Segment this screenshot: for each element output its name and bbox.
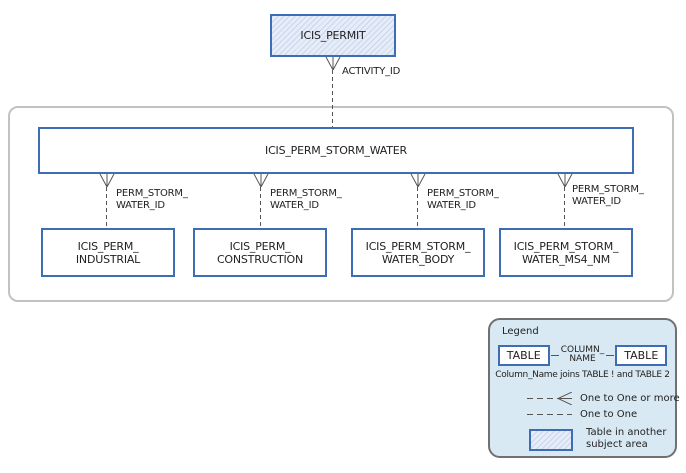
connector-label: PERM_STORM_ WATER_ID (572, 184, 644, 208)
connector-label: PERM_STORM_ WATER_ID (427, 188, 499, 212)
connector-activity-line (332, 70, 333, 127)
connector-line (564, 187, 565, 228)
legend-hatched-table-swatch (529, 429, 573, 451)
legend-column-name: COLUMN_ NAME (561, 346, 605, 364)
legend-hatch-note-line2: subject area (586, 439, 648, 450)
legend-hatch-note: Table in another subject area (586, 427, 666, 451)
connector-label: PERM_STORM_ WATER_ID (116, 188, 188, 212)
table-icis-perm-industrial: ICIS_PERM_ INDUSTRIAL (41, 228, 175, 277)
connector-label-line2: WATER_ID (427, 200, 476, 211)
legend-hatch-note-line1: Table in another (586, 427, 667, 438)
connector-label-line1: PERM_STORM_ (572, 184, 644, 195)
table-name-line2: WATER_BODY (381, 252, 455, 266)
table-name-line1: ICIS_PERM_STORM_ (365, 239, 471, 253)
crow-foot-icon (325, 57, 341, 70)
table-name-line2: INDUSTRIAL (75, 252, 141, 266)
legend-join-line (606, 354, 615, 356)
legend-symbol-one-to-one: One to One (527, 408, 637, 421)
crow-foot-icon (558, 392, 572, 405)
table-name-line1: ICIS_PERM_STORM_ (513, 239, 619, 253)
connector-label-line1: PERM_STORM_ (270, 188, 342, 199)
table-name-line2: WATER_MS4_NM (521, 252, 611, 266)
connector-label-line2: WATER_ID (270, 200, 319, 211)
connector-activity-label: ACTIVITY_ID (342, 66, 401, 77)
connector-line (106, 187, 107, 228)
table-name: ICIS_PERM_STORM_WATER (265, 144, 407, 157)
table-name-line2: CONSTRUCTION (216, 252, 304, 266)
table-icis-perm-storm-water: ICIS_PERM_STORM_WATER (38, 127, 634, 174)
table-name: ICIS_PERMIT (300, 29, 366, 42)
connector-line (260, 187, 261, 228)
legend-join-example: TABLE COLUMN_ NAME TABLE (490, 343, 675, 367)
connector-label-line1: PERM_STORM_ (427, 188, 499, 199)
table-icis-perm-storm-water-ms4-nm: ICIS_PERM_STORM_ WATER_MS4_NM (499, 228, 633, 277)
connector-label-line2: WATER_ID (116, 200, 165, 211)
connector-label-line2: WATER_ID (572, 196, 621, 207)
table-name-line1: ICIS_PERM_ (77, 239, 139, 253)
table-icis-perm-storm-water-body: ICIS_PERM_STORM_ WATER_BODY (351, 228, 485, 277)
legend-title: Legend (502, 326, 539, 337)
table-icis-permit: ICIS_PERMIT (270, 14, 396, 57)
legend-joins-text: Column_Name joins TABLE ! and TABLE 2 (495, 370, 670, 380)
legend-join-line (550, 354, 559, 356)
connector-label: PERM_STORM_ WATER_ID (270, 188, 342, 212)
crow-foot-icon (557, 174, 573, 187)
legend-sample-table-left: TABLE (497, 344, 550, 366)
legend-column-line2: NAME (569, 354, 596, 364)
legend-symbol-label: One to One or more (580, 393, 680, 404)
legend-panel: Legend TABLE COLUMN_ NAME TABLE Column_N… (488, 318, 680, 458)
crow-foot-icon (253, 174, 269, 187)
legend-column-line1: COLUMN_ (560, 345, 605, 355)
table-name-line1: ICIS_PERM_ (229, 239, 291, 253)
dashed-line (527, 414, 572, 415)
connector-line (417, 187, 418, 228)
crow-foot-icon (99, 174, 115, 187)
connector-label-line1: PERM_STORM_ (116, 188, 188, 199)
legend-sample-table-right: TABLE (615, 344, 668, 366)
dashed-line (527, 398, 558, 399)
crow-foot-icon (410, 174, 426, 187)
legend-symbol-label: One to One (580, 409, 638, 420)
legend-symbol-one-to-one-or-more: One to One or more (527, 392, 680, 405)
table-icis-perm-construction: ICIS_PERM_ CONSTRUCTION (193, 228, 327, 277)
